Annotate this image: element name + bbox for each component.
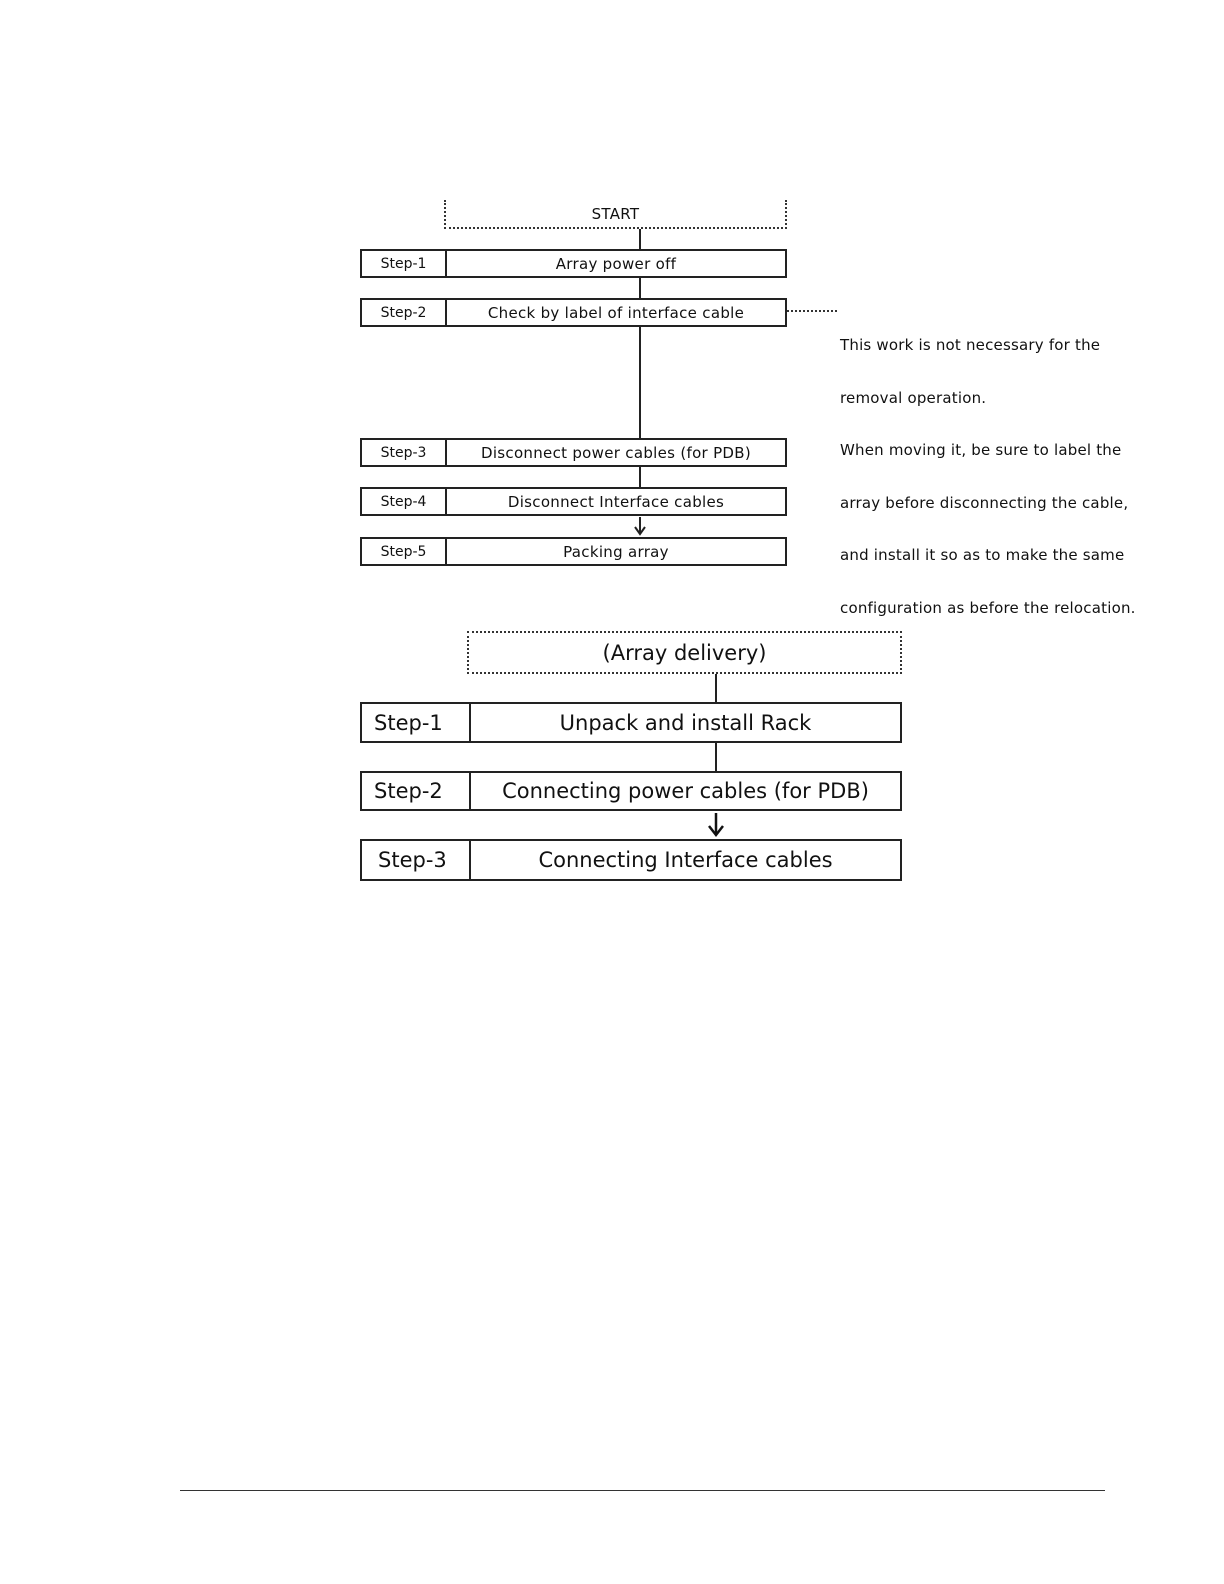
install-step2-text: Connecting power cables (for PDB): [502, 779, 869, 803]
note-line-2: removal operation.: [840, 388, 987, 407]
install-step2-id: Step-2: [374, 779, 443, 803]
step1-id: Step-1: [380, 255, 427, 272]
step3-id: Step-3: [380, 444, 427, 461]
delivery-node: (Array delivery): [467, 631, 902, 674]
step2-text-box: Check by label of interface cable: [445, 298, 787, 327]
install-step3-id: Step-3: [378, 848, 447, 872]
install-step1-text-box: Unpack and install Rack: [469, 702, 902, 743]
step1-text-box: Array power off: [445, 249, 787, 278]
step4-id: Step-4: [380, 493, 427, 510]
install-step2-id-box: Step-2: [360, 771, 471, 811]
step4-text: Disconnect Interface cables: [507, 492, 725, 511]
connector-step1-step2: [639, 278, 641, 298]
step4-text-box: Disconnect Interface cables: [445, 487, 787, 516]
step2-text: Check by label of interface cable: [487, 303, 745, 322]
step5-id: Step-5: [380, 543, 427, 560]
arrow-step4-step5: [634, 517, 646, 536]
note-line-4: array before disconnecting the cable,: [840, 493, 1129, 512]
install-step3-text: Connecting Interface cables: [538, 848, 833, 872]
install-step1-id: Step-1: [374, 710, 443, 735]
start-label: START: [591, 204, 640, 223]
step5-id-box: Step-5: [360, 537, 447, 566]
start-node: START: [444, 200, 787, 229]
connector-delivery-step1: [715, 674, 717, 702]
step2-id: Step-2: [380, 304, 427, 321]
step3-text: Disconnect power cables (for PDB): [480, 443, 752, 462]
note-line-6: configuration as before the relocation.: [840, 598, 1136, 617]
step4-id-box: Step-4: [360, 487, 447, 516]
note-line-1: This work is not necessary for the: [840, 336, 1101, 354]
step5-text: Packing array: [563, 542, 669, 561]
install-step1-text: Unpack and install Rack: [559, 710, 812, 735]
step3-text-box: Disconnect power cables (for PDB): [445, 438, 787, 467]
step1-id-box: Step-1: [360, 249, 447, 278]
step2-note: This work is not necessary for the remov…: [840, 302, 1136, 652]
step5-text-box: Packing array: [445, 537, 787, 566]
step2-id-box: Step-2: [360, 298, 447, 327]
connector-step2-step3: [639, 327, 641, 438]
install-step3-text-box: Connecting Interface cables: [469, 839, 902, 881]
step3-id-box: Step-3: [360, 438, 447, 467]
connector-step3-step4: [639, 467, 641, 487]
install-step1-id-box: Step-1: [360, 702, 471, 743]
install-step2-text-box: Connecting power cables (for PDB): [469, 771, 902, 811]
connector-start-step1: [639, 229, 641, 249]
note-leader-line: [787, 310, 837, 312]
delivery-label: (Array delivery): [602, 640, 767, 665]
note-line-3: When moving it, be sure to label the: [840, 441, 1122, 459]
step1-text: Array power off: [555, 254, 677, 273]
note-line-5: and install it so as to make the same: [840, 546, 1125, 564]
install-step3-id-box: Step-3: [360, 839, 471, 881]
arrow-install-step2-step3: [708, 813, 724, 838]
connector-install-step1-step2: [715, 743, 717, 771]
footer-divider: [180, 1490, 1105, 1491]
